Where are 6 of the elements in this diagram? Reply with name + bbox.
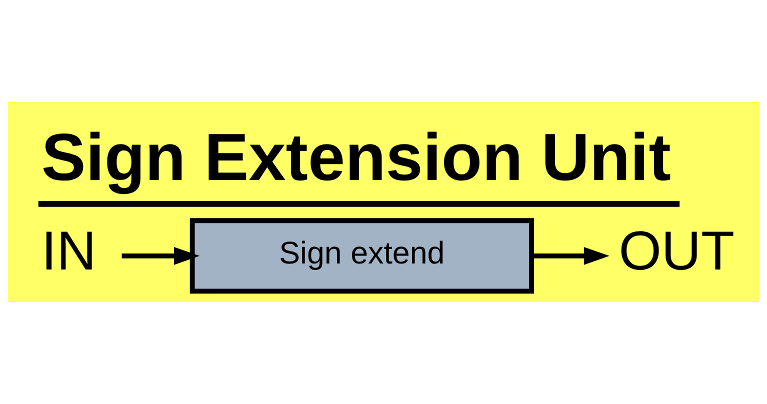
arrow [122,246,200,265]
node-text: OUT [618,219,735,282]
arrow [532,246,610,265]
diagram-title: Sign Extension Unit [41,120,671,195]
node-text: IN [41,219,96,282]
node-box: Sign extend [190,218,534,294]
